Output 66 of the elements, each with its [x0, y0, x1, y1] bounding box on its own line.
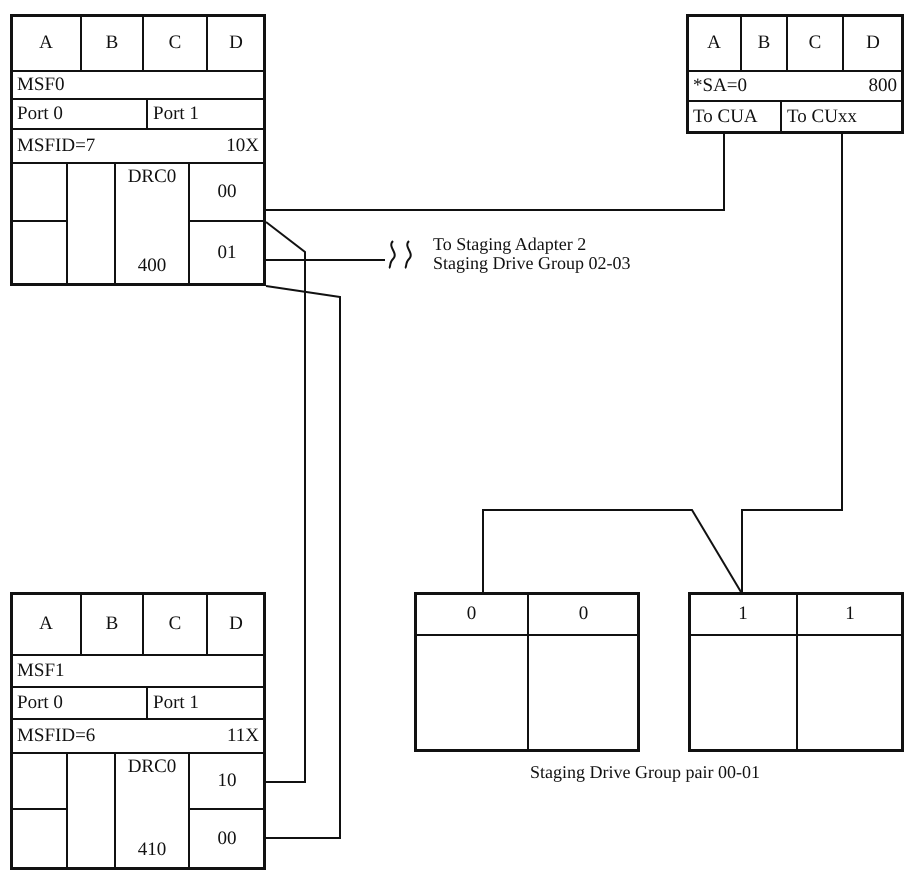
table-cell: 00: [188, 162, 266, 222]
table-cell: To CUxx: [780, 100, 904, 134]
empty-cell: [10, 808, 68, 870]
note-text: To Staging Adapter 2 Staging Drive Group 02-03: [433, 235, 632, 273]
table-cell: D: [206, 592, 266, 656]
table-cell: Port 0: [10, 98, 148, 130]
connector-line: [266, 259, 385, 261]
table-cell: 0: [414, 592, 529, 636]
unit-frame: [686, 14, 904, 134]
cell-text: DRC0: [128, 757, 176, 778]
cell-text: 410: [138, 840, 166, 861]
empty-cell: [66, 752, 116, 870]
unit-frame: [10, 14, 266, 286]
caption-text: Staging Drive Group pair 00-01: [530, 762, 760, 783]
table-cell: [686, 70, 904, 102]
table-cell: [10, 718, 266, 754]
empty-cell: [414, 634, 529, 752]
connector-line: [265, 221, 306, 783]
empty-cell: [688, 634, 798, 752]
empty-cell: [10, 752, 68, 810]
empty-cell: [10, 162, 68, 222]
table-cell: 0: [527, 592, 640, 636]
cell-text: MSFID=6: [17, 726, 96, 746]
table-cell: 00: [188, 808, 266, 870]
table-cell: Port 1: [146, 686, 266, 720]
table-cell: C: [142, 592, 208, 656]
table-cell: Port 1: [146, 98, 266, 130]
table-cell: MSF0: [10, 70, 266, 100]
table-cell: [114, 752, 190, 870]
cell-text: 11X: [226, 726, 259, 746]
table-cell: 01: [188, 220, 266, 286]
table-cell: D: [842, 14, 904, 72]
empty-cell: [527, 634, 640, 752]
unit-frame: [414, 592, 640, 752]
table-cell: C: [142, 14, 208, 72]
connector-line: [482, 509, 742, 593]
table-cell: To CUA: [686, 100, 782, 134]
table-cell: 1: [796, 592, 904, 636]
cell-text: 10X: [226, 136, 259, 156]
table-cell: 10: [188, 752, 266, 810]
empty-cell: [10, 220, 68, 286]
table-cell: MSF1: [10, 654, 266, 688]
empty-cell: [66, 162, 116, 286]
connector-line: [741, 134, 843, 592]
cell-text: *SA=0: [693, 76, 748, 96]
table-cell: A: [10, 592, 82, 656]
cell-text: DRC0: [128, 167, 176, 188]
unit-frame: [688, 592, 904, 752]
cell-text: 800: [868, 76, 897, 96]
connector-line: [266, 134, 725, 211]
connector-line: [266, 285, 341, 839]
table-cell: [10, 128, 266, 164]
table-cell: B: [80, 14, 144, 72]
empty-cell: [796, 634, 904, 752]
cell-text: MSFID=7: [17, 136, 96, 156]
table-cell: C: [786, 14, 844, 72]
table-cell: 1: [688, 592, 798, 636]
table-cell: B: [80, 592, 144, 656]
cell-text: 400: [138, 256, 166, 277]
table-cell: Port 0: [10, 686, 148, 720]
table-cell: A: [10, 14, 82, 72]
table-cell: [114, 162, 190, 286]
table-cell: A: [686, 14, 742, 72]
unit-frame: [10, 592, 266, 870]
table-cell: B: [740, 14, 788, 72]
table-cell: D: [206, 14, 266, 72]
